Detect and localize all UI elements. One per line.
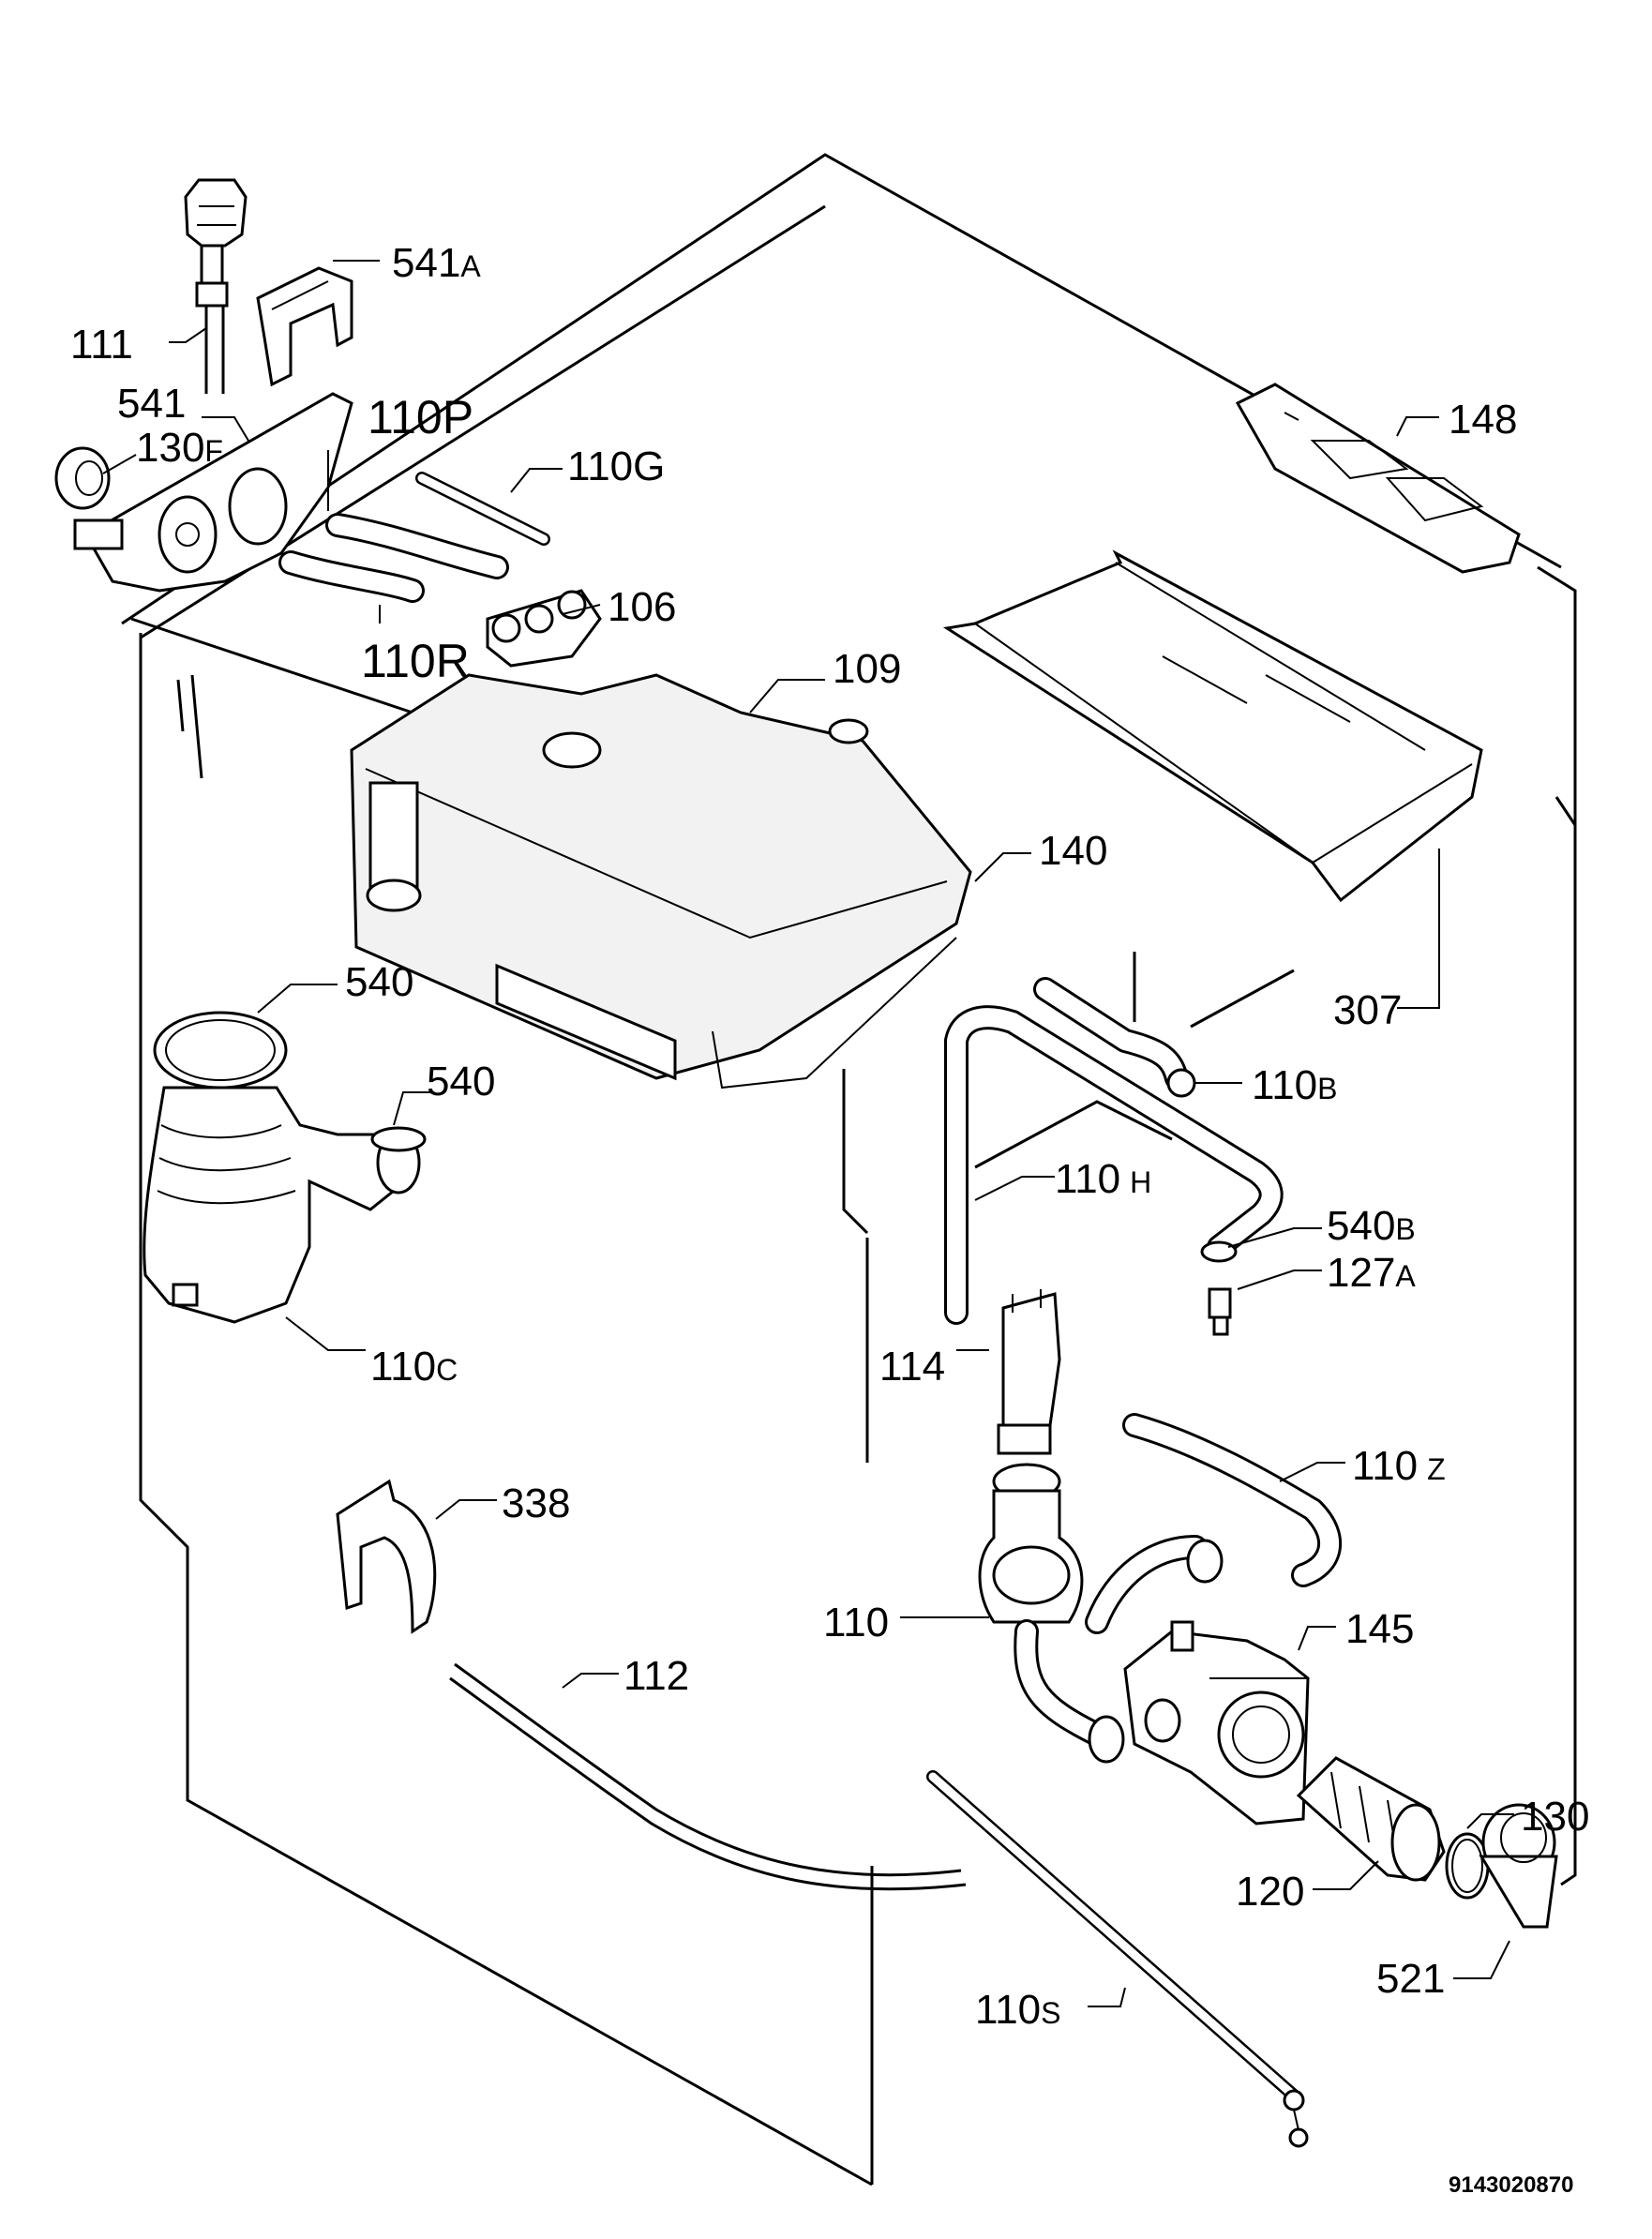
label-540b: 540B <box>1327 1203 1416 1249</box>
document-number: 9143020870 <box>1449 2172 1573 2198</box>
label-540-upper: 540 <box>345 959 413 1005</box>
label-110b: 110B <box>1252 1062 1338 1108</box>
label-541: 541 <box>117 381 186 427</box>
curved-hose-part <box>1122 1413 1342 1587</box>
drain-pump-part <box>1123 1620 1310 1826</box>
label-540-lower: 540 <box>427 1059 495 1104</box>
label-140: 140 <box>1039 828 1107 874</box>
valve-part <box>486 589 602 668</box>
label-110p: 110P <box>368 391 473 443</box>
label-145: 145 <box>1345 1606 1414 1652</box>
dispenser-housing-part <box>350 673 972 1081</box>
label-130f: 130F <box>136 425 223 471</box>
bent-hose-part <box>1033 977 1196 1098</box>
filter-part <box>1296 1756 1446 1882</box>
hose-clip-part <box>1200 1240 1238 1263</box>
label-130: 130 <box>1521 1794 1589 1840</box>
bellows-hose-part <box>143 1011 421 1324</box>
hose-bracket-part <box>336 1479 437 1634</box>
small-hoses-part <box>278 472 550 603</box>
plug-part <box>54 446 111 510</box>
label-114: 114 <box>879 1344 945 1390</box>
label-110r: 110R <box>361 635 470 687</box>
label-110c: 110C <box>370 1344 458 1390</box>
pressure-chamber-part <box>997 1289 1061 1455</box>
housing-front-part <box>712 937 957 1089</box>
label-120: 120 <box>1236 1869 1304 1915</box>
pump-hose-part <box>1085 1535 1224 1634</box>
nozzle-part <box>1208 1287 1232 1336</box>
label-106: 106 <box>608 584 676 630</box>
leader-lines <box>102 260 1514 2007</box>
label-111: 111 <box>70 322 133 368</box>
dispenser-cap-part <box>1235 383 1521 574</box>
label-148: 148 <box>1449 397 1517 443</box>
label-127a: 127A <box>1327 1250 1416 1296</box>
selector-panel-part <box>73 392 353 593</box>
drain-hose-part <box>449 1662 967 1891</box>
label-112: 112 <box>623 1653 689 1699</box>
callout-labels: 111 541A 541 130F 110P 110G 148 106 110R… <box>70 240 1589 2033</box>
label-110s: 110S <box>975 1987 1061 2033</box>
label-541a: 541A <box>392 240 481 286</box>
label-338: 338 <box>502 1480 570 1526</box>
sump-hose-part <box>978 1463 1125 1764</box>
filter-cap-part <box>1479 1803 1558 1929</box>
inlet-hose-part <box>184 178 248 394</box>
label-521: 521 <box>1376 1956 1445 2002</box>
dispenser-drawer-part <box>942 549 1483 903</box>
clamp-part <box>370 1126 427 1152</box>
label-109: 109 <box>833 646 901 692</box>
clip-part <box>256 266 353 387</box>
long-hose-part <box>944 1005 1284 1325</box>
label-110: 110 <box>823 1600 889 1645</box>
label-307: 307 <box>1333 987 1402 1033</box>
o-ring-part <box>1445 1832 1490 1900</box>
label-110g: 110G <box>567 443 665 489</box>
tube-part <box>926 1770 1309 2148</box>
